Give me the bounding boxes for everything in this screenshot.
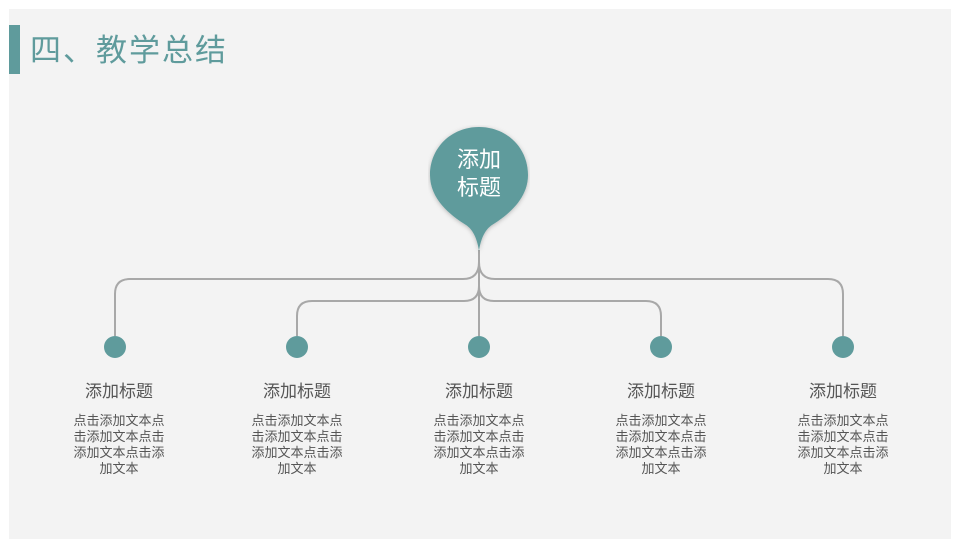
branch-line-outer-left [114, 261, 480, 336]
node-title-3[interactable]: 添加标题 [445, 382, 513, 402]
node-body-text-3[interactable]: 点击添加文本点击添加文本点击添加文本点击添加文本 [433, 414, 525, 477]
node-dot-4 [650, 336, 672, 358]
page-title: 四、教学总结 [30, 33, 228, 69]
node-title-4[interactable]: 添加标题 [627, 382, 695, 402]
node-title-1[interactable]: 添加标题 [85, 382, 153, 402]
node-dot-1 [104, 336, 126, 358]
node-dot-3 [468, 336, 490, 358]
hub-pin-marker [430, 127, 528, 251]
branch-line-outer-right [478, 261, 844, 336]
branch-line-inner-right [478, 285, 662, 336]
node-dot-5 [832, 336, 854, 358]
hub-label: 添加 标题 [430, 147, 528, 203]
node-body-text-1[interactable]: 点击添加文本点击添加文本点击添加文本点击添加文本 [73, 414, 165, 477]
branch-line-inner-left [296, 285, 480, 336]
node-body-text-4[interactable]: 点击添加文本点击添加文本点击添加文本点击添加文本 [615, 414, 707, 477]
node-dot-2 [286, 336, 308, 358]
node-title-5[interactable]: 添加标题 [809, 382, 877, 402]
hub-label-line: 添加 [456, 148, 501, 173]
node-title-2[interactable]: 添加标题 [263, 382, 331, 402]
title-accent-bar [9, 25, 20, 74]
node-body-text-2[interactable]: 点击添加文本点击添加文本点击添加文本点击添加文本 [251, 414, 343, 477]
node-body-text-5[interactable]: 点击添加文本点击添加文本点击添加文本点击添加文本 [797, 414, 889, 477]
hub-label-line: 标题 [456, 176, 501, 201]
